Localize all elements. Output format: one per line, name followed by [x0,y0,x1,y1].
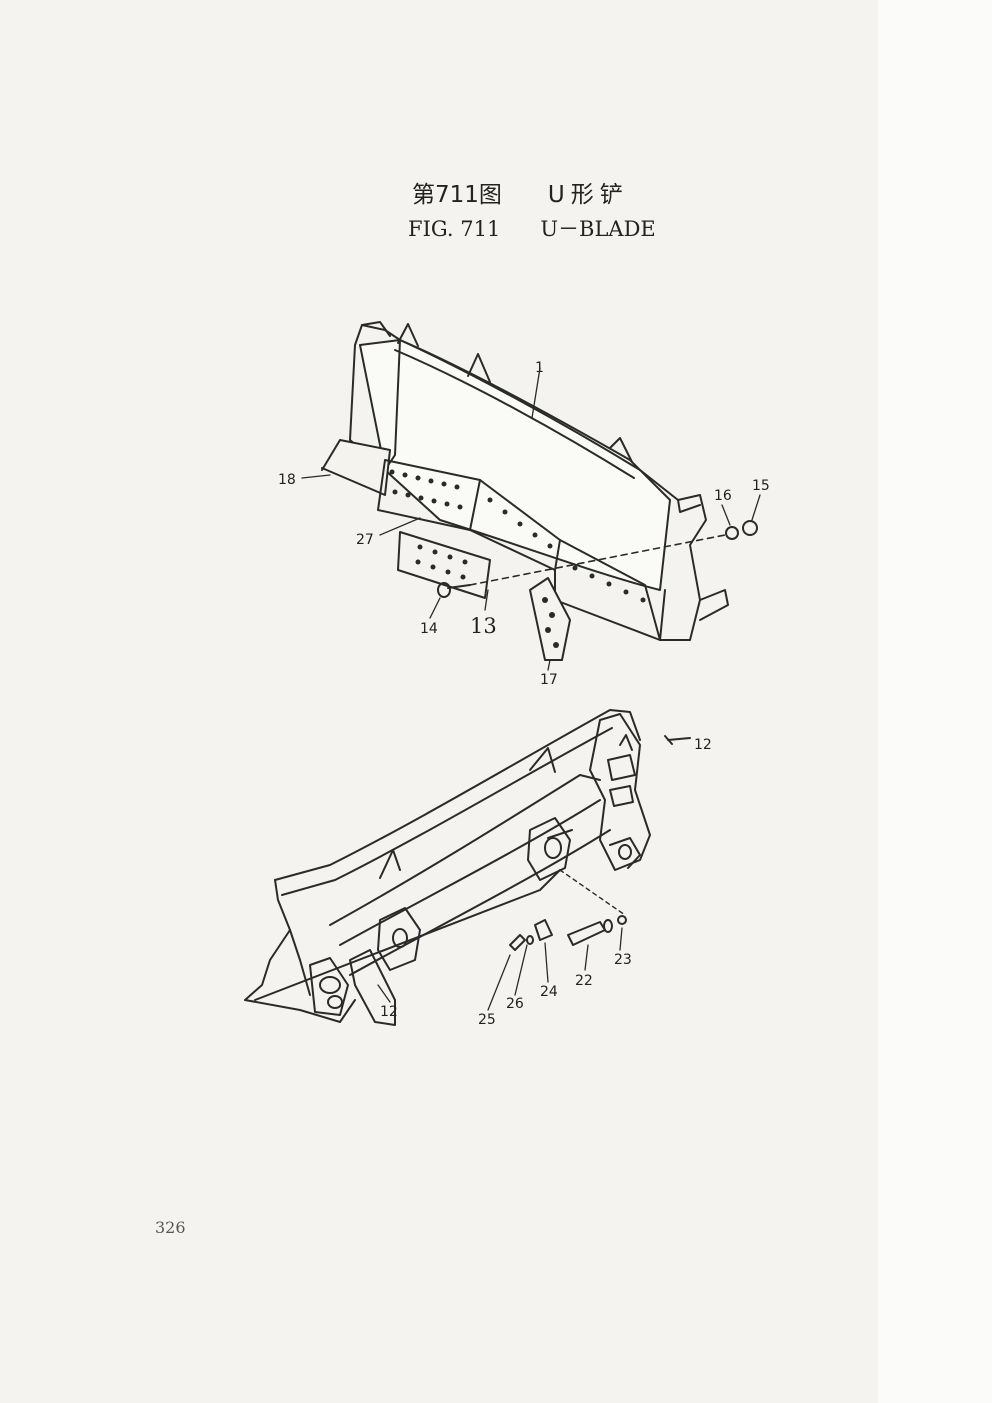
blade-rear-view [244,709,651,1026]
figure-title-english: FIG. 711 U－BLADE [408,213,656,243]
washer [742,520,758,536]
callout-12-lower: 12 [380,1004,398,1020]
callout-25: 25 [478,1012,496,1028]
callout-18: 18 [278,472,296,488]
figure-name-en: U－BLADE [540,217,656,241]
page-edge [878,0,992,1403]
callout-13: 13 [470,614,497,638]
nut [725,526,739,540]
callout-16: 16 [714,488,732,504]
callout-labels: 1 18 27 16 15 14 13 17 12 12 22 23 24 25… [278,360,770,1028]
assembly-line [469,534,726,586]
pin-parts [509,735,691,951]
callout-1: 1 [535,360,544,376]
upper-leader-lines [301,367,761,671]
callout-27: 27 [356,532,374,548]
figure-name-zh: U形铲 [547,182,629,208]
figure-title-chinese: 第711图 U形铲 [412,175,629,209]
edge-bolt-holes [389,469,646,648]
figure-number-en: FIG. 711 [408,217,501,241]
pin-assembly-line [559,869,626,916]
callout-17: 17 [540,672,558,688]
page-number: 326 [155,1218,186,1237]
figure-number-zh: 第711图 [412,182,502,208]
bolt-head [437,582,451,598]
callout-12-upper: 12 [694,737,712,753]
callout-24: 24 [540,984,558,1000]
callout-23: 23 [614,952,632,968]
callout-15: 15 [752,478,770,494]
callout-14: 14 [420,621,438,637]
callout-22: 22 [575,973,593,989]
blade-front-view [321,321,729,661]
callout-26: 26 [506,996,524,1012]
bolt-shank [447,584,471,589]
lower-leader-lines [377,927,623,1011]
